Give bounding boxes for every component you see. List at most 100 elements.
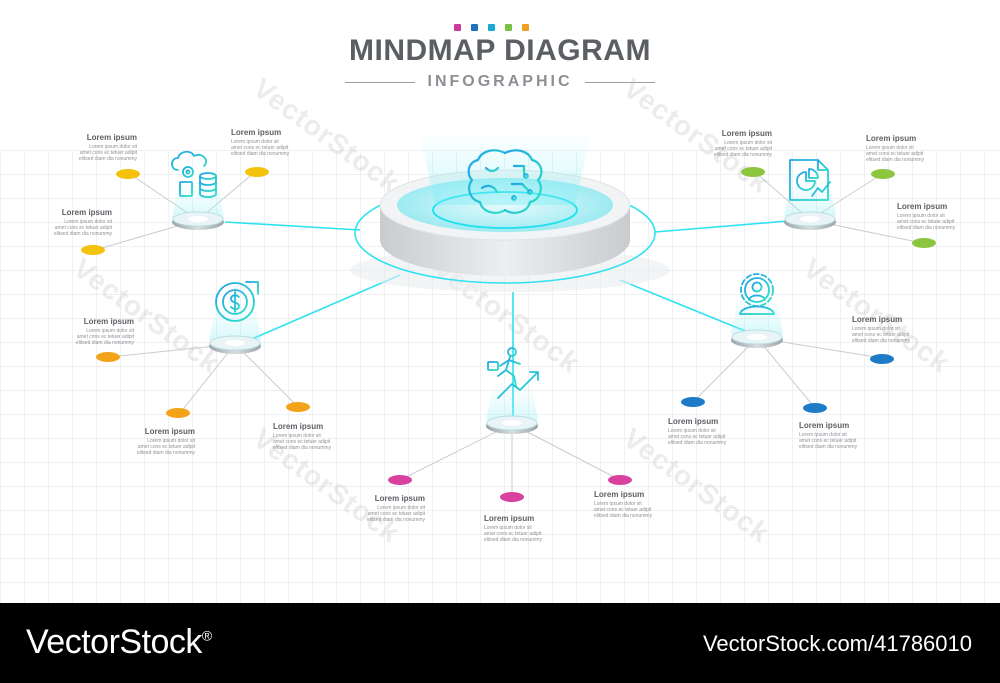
leaf-text: amet cons ec tetuer adipit [714, 146, 772, 152]
leaf-dot [96, 352, 120, 362]
leaf-text: elitsed diam dia nonummy [78, 156, 137, 162]
leaf-text: elitsed diam dia nonummy [53, 231, 112, 237]
leaf-dot [608, 475, 632, 485]
hub-connector-report [654, 219, 801, 233]
leaf-text: elitsed diam dia nonummy [136, 450, 195, 456]
leaf-text: Lorem ipsum dolor sit [852, 326, 900, 332]
diagram-stage: MINDMAP DIAGRAM INFOGRAPHIC VectorStock … [0, 0, 1000, 603]
page-title: MINDMAP DIAGRAM [349, 34, 651, 67]
leaf-text: Lorem ipsum dolor sit [231, 139, 279, 145]
hub-connector-cloud [224, 221, 361, 231]
leaf-label: Lorem ipsum Lorem ipsum dolor sit amet c… [231, 128, 331, 157]
leaf-text: elitsed diam dia nonummy [897, 225, 956, 231]
leaf-title: Lorem ipsum [668, 417, 719, 426]
footer-brand[interactable]: VectorStock® [26, 623, 212, 662]
footer-brand-text: VectorStock [26, 623, 202, 661]
gear-person-icon [739, 273, 775, 315]
leaf-text: Lorem ipsum dolor sit [147, 438, 195, 444]
leaf-dot [912, 238, 936, 248]
leaf-title: Lorem ipsum [231, 128, 282, 137]
color-swatch [454, 24, 461, 31]
report-document-icon [789, 159, 831, 201]
leaf-dot [803, 403, 827, 413]
leaf-dot [681, 397, 705, 407]
leaf-dot [245, 167, 269, 177]
color-swatch [505, 24, 512, 31]
leaf-text: Lorem ipsum dolor sit [64, 219, 112, 225]
leaf-text: amet cons ec tetuer adipit [897, 219, 955, 225]
leaf-label: Lorem ipsum Lorem ipsum dolor sit amet c… [897, 202, 997, 231]
leaf-title: Lorem ipsum [866, 134, 917, 143]
leaf-text: amet cons ec tetuer adipit [594, 507, 652, 513]
node-report [784, 180, 836, 230]
leaf-text: amet cons ec tetuer adipit [79, 150, 137, 156]
leaf-text: Lorem ipsum dolor sit [897, 213, 945, 219]
leaf-title: Lorem ipsum [374, 494, 425, 503]
leaf-title: Lorem ipsum [86, 133, 137, 142]
leaf-title: Lorem ipsum [897, 202, 948, 211]
leaf-connector [234, 343, 299, 408]
leaf-label: Lorem ipsum Lorem ipsum dolor sit amet c… [672, 129, 772, 158]
leaf-dot [388, 475, 412, 485]
leaf-text: Lorem ipsum dolor sit [273, 433, 321, 439]
leaf-text: amet cons ec tetuer adipit [484, 531, 542, 537]
leaf-dot [81, 245, 105, 255]
leaf-label: Lorem ipsum Lorem ipsum dolor sit amet c… [799, 421, 899, 450]
leaf-text: elitsed diam dia nonummy [75, 340, 134, 346]
leaf-text: amet cons ec tetuer adipit [367, 511, 425, 517]
node-cloud [172, 180, 224, 230]
leaf-title: Lorem ipsum [594, 490, 645, 499]
node-manager [731, 296, 783, 348]
leaf-text: elitsed diam dia nonummy [273, 445, 332, 451]
registered-mark: ® [201, 627, 212, 644]
cloud-database-icon [171, 150, 217, 198]
leaf-dots [81, 167, 936, 502]
leaf-dot [871, 169, 895, 179]
subtitle-rule-left [345, 82, 415, 83]
leaf-dot [741, 167, 765, 177]
brain-icon [467, 149, 543, 214]
leaf-text: elitsed diam dia nonummy [484, 537, 543, 543]
leaf-dot [166, 408, 190, 418]
leaf-label: Lorem ipsum Lorem ipsum dolor sit amet c… [594, 490, 694, 519]
leaf-dot [116, 169, 140, 179]
leaf-dot [870, 354, 894, 364]
leaf-dot [500, 492, 524, 502]
footer-image-ref[interactable]: VectorStock.com/41786010 [702, 631, 972, 656]
leaf-text: amet cons ec tetuer adipit [866, 151, 924, 157]
leaf-text: Lorem ipsum dolor sit [799, 432, 847, 438]
leaf-dot [286, 402, 310, 412]
leaf-label: Lorem ipsum Lorem ipsum dolor sit amet c… [34, 317, 134, 346]
leaf-label: Lorem ipsum Lorem ipsum dolor sit amet c… [12, 208, 112, 237]
leaf-connector [692, 337, 758, 403]
leaf-text: amet cons ec tetuer adipit [76, 334, 134, 340]
leaf-connector [511, 423, 621, 481]
leaf-title: Lorem ipsum [852, 315, 903, 324]
leaf-text: elitsed diam dia nonummy [713, 152, 772, 158]
leaf-text: amet cons ec tetuer adipit [852, 332, 910, 338]
leaf-text: elitsed diam dia nonummy [866, 157, 925, 163]
leaf-text: Lorem ipsum dolor sit [668, 428, 716, 434]
dollar-chart-icon [215, 281, 259, 322]
footer-bar: VectorStock® VectorStock.com/41786010 [0, 603, 1000, 683]
leaf-text: amet cons ec tetuer adipit [273, 439, 331, 445]
leaf-title: Lorem ipsum [273, 422, 324, 431]
leaf-text: elitsed diam dia nonummy [852, 338, 911, 344]
leaf-text: Lorem ipsum dolor sit [594, 501, 642, 507]
leaf-connector [756, 337, 816, 409]
leaf-title: Lorem ipsum [61, 208, 112, 217]
hub-connector-manager [619, 279, 756, 336]
leaf-connector [179, 343, 236, 414]
leaf-text: Lorem ipsum dolor sit [377, 505, 425, 511]
leaf-label: Lorem ipsum Lorem ipsum dolor sit amet c… [852, 315, 952, 344]
leaf-text: elitsed diam dia nonummy [231, 151, 290, 157]
leaf-text: Lorem ipsum dolor sit [89, 144, 137, 150]
leaf-title: Lorem ipsum [83, 317, 134, 326]
leaf-connector [399, 423, 513, 481]
leaf-title: Lorem ipsum [721, 129, 772, 138]
central-hub [350, 135, 670, 292]
leaf-title: Lorem ipsum [144, 427, 195, 436]
leaf-label: Lorem ipsum Lorem ipsum dolor sit amet c… [484, 514, 584, 543]
leaf-text: elitsed diam dia nonummy [668, 440, 727, 446]
color-swatch [522, 24, 529, 31]
